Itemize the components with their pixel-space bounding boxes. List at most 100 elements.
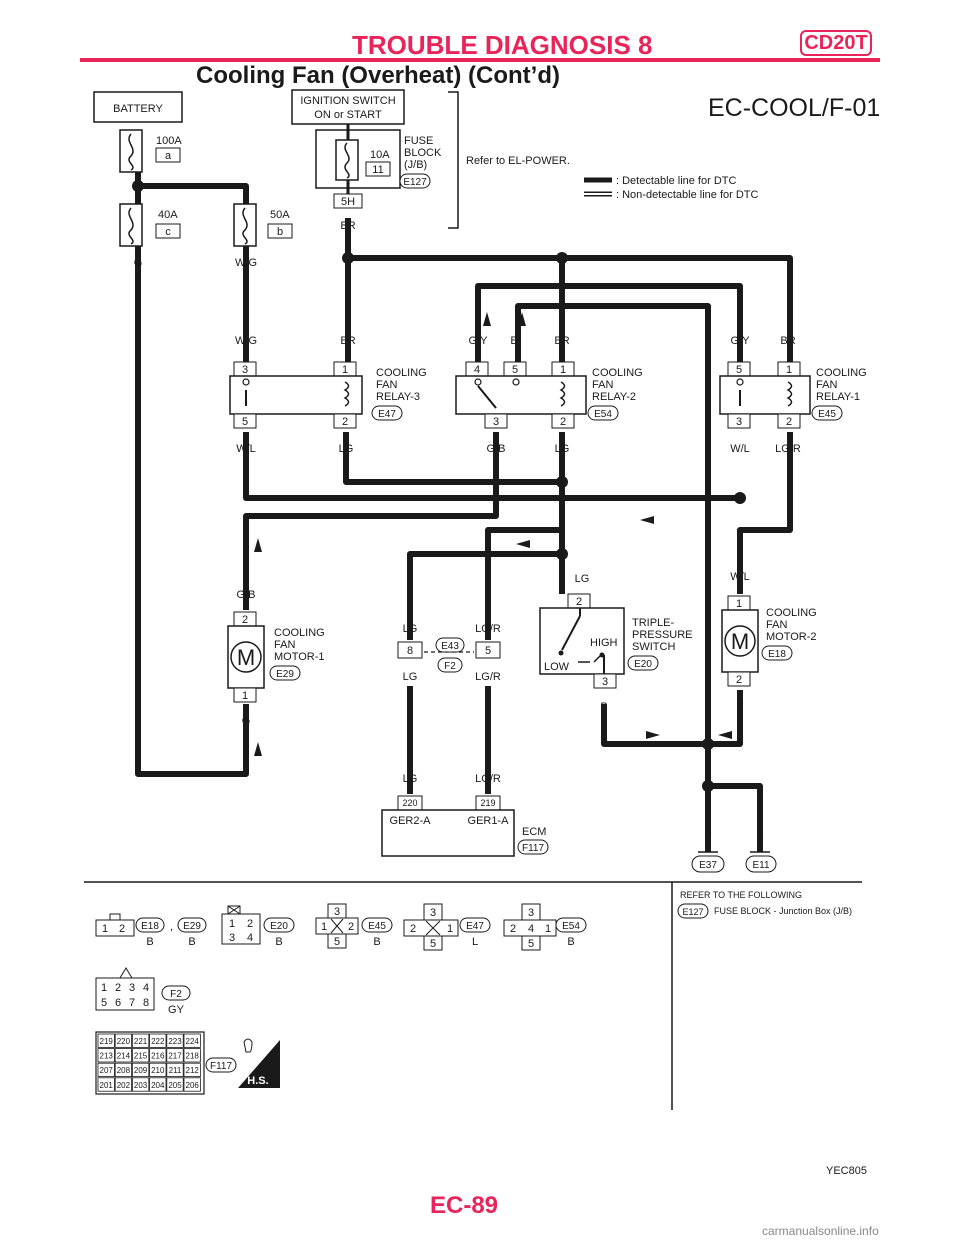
wire-label: G/Y bbox=[469, 335, 489, 347]
motor-2-symbol: M bbox=[731, 629, 749, 654]
svg-text:2: 2 bbox=[119, 923, 125, 935]
svg-text:L: L bbox=[472, 936, 478, 948]
svg-text:4: 4 bbox=[474, 364, 480, 376]
svg-text:E29: E29 bbox=[183, 921, 201, 932]
svg-text:E20: E20 bbox=[270, 921, 288, 932]
wire-label: BR bbox=[340, 335, 355, 347]
wire-label: G/B bbox=[237, 589, 256, 601]
svg-text:2: 2 bbox=[348, 921, 354, 933]
wire-label: G/Y bbox=[731, 335, 751, 347]
refer-following-title: REFER TO THE FOLLOWING bbox=[680, 890, 802, 900]
fusible-link-c-amp: 40A bbox=[158, 209, 178, 221]
svg-text:1: 1 bbox=[321, 921, 327, 933]
wire-label: LG bbox=[403, 773, 418, 785]
motor-2-connector: E18 bbox=[768, 649, 786, 660]
svg-text:3: 3 bbox=[129, 982, 135, 994]
joint-connector-f2: F2 bbox=[444, 661, 456, 672]
ecm-pin: 213 bbox=[100, 1052, 114, 1061]
motor-2-label: FAN bbox=[766, 619, 787, 631]
connector-face-e54: 3 2 4 1 5 E54 B bbox=[503, 903, 587, 951]
pressure-switch-label: TRIPLE- bbox=[632, 617, 675, 629]
ecm-pin: 220 bbox=[117, 1037, 131, 1046]
wire-label: B bbox=[736, 697, 743, 709]
refer-following-desc: FUSE BLOCK - Junction Box (J/B) bbox=[714, 906, 852, 916]
wire-label: LG/R bbox=[475, 773, 501, 785]
connector-face-f2: 1 2 3 4 5 6 7 8 F2 GY bbox=[95, 967, 191, 1016]
svg-text:1: 1 bbox=[560, 364, 566, 376]
svg-text:2: 2 bbox=[786, 416, 792, 428]
ecm-pin: 222 bbox=[151, 1037, 165, 1046]
wire-label: LG bbox=[403, 671, 418, 683]
svg-text:4: 4 bbox=[247, 932, 253, 944]
connector-face-e18: 1 2 E18 B , E29 B bbox=[95, 913, 207, 948]
refer-following-connector: E127 bbox=[682, 907, 703, 917]
refer-note: Refer to EL-POWER. bbox=[466, 155, 570, 167]
wire-label: B bbox=[600, 701, 607, 713]
legend-detectable: : Detectable line for DTC bbox=[616, 175, 736, 187]
wire-label: W/G bbox=[235, 257, 257, 269]
figure-code: YEC805 bbox=[826, 1165, 867, 1177]
relay-1-label: RELAY-1 bbox=[816, 391, 860, 403]
cooling-fan-motor-1: G/B 2 M 1 G COOLING FAN MOTOR-1 E29 bbox=[227, 589, 325, 727]
fuse-block-label: BLOCK bbox=[404, 147, 442, 159]
svg-text:B: B bbox=[373, 936, 380, 948]
svg-text:1: 1 bbox=[342, 364, 348, 376]
wire-label: BR bbox=[340, 220, 355, 232]
svg-text:5: 5 bbox=[242, 416, 248, 428]
svg-text:F2: F2 bbox=[170, 989, 182, 1000]
ground-e11: E11 bbox=[752, 860, 769, 871]
connector-face-e20: 1 2 3 4 E20 B bbox=[221, 905, 295, 948]
current-flow-arrows bbox=[254, 312, 732, 756]
relay-3-label: COOLING bbox=[376, 367, 427, 379]
ecm-pin: 215 bbox=[134, 1052, 148, 1061]
fusible-link-b-amp: 50A bbox=[270, 209, 290, 221]
svg-text:8: 8 bbox=[407, 645, 413, 657]
wire-label: B bbox=[510, 335, 517, 347]
ecm-pin: 204 bbox=[151, 1081, 165, 1090]
ecm-pin: 208 bbox=[117, 1066, 131, 1075]
svg-text:2: 2 bbox=[560, 416, 566, 428]
refer-bracket bbox=[448, 91, 459, 229]
ecm-pin: 218 bbox=[186, 1052, 200, 1061]
svg-text:5: 5 bbox=[512, 364, 518, 376]
motor-1-label: FAN bbox=[274, 639, 295, 651]
svg-text:3: 3 bbox=[229, 932, 235, 944]
wire-label: LG/R bbox=[475, 671, 501, 683]
svg-text:2: 2 bbox=[247, 918, 253, 930]
fuse-number: 11 bbox=[372, 164, 383, 176]
svg-text:1: 1 bbox=[786, 364, 792, 376]
relay-1-label: FAN bbox=[816, 379, 837, 391]
ground-e37: E37 bbox=[699, 860, 717, 871]
wire-label: LG/R bbox=[475, 623, 501, 635]
svg-text:1: 1 bbox=[447, 923, 453, 935]
relay-1-label: COOLING bbox=[816, 367, 867, 379]
joint-connector-e43: E43 bbox=[441, 641, 459, 652]
ignition-switch-label: IGNITION SWITCH bbox=[300, 95, 395, 107]
page-title: TROUBLE DIAGNOSIS 8 bbox=[352, 30, 653, 60]
svg-text:,: , bbox=[170, 921, 173, 933]
svg-text:2: 2 bbox=[115, 982, 121, 994]
wire-label: BR bbox=[554, 335, 569, 347]
junction-dots bbox=[132, 180, 746, 792]
wire-label: G bbox=[134, 257, 143, 269]
svg-text:E54: E54 bbox=[562, 921, 580, 932]
cooling-fan-relay-1: G/Y BR 5 1 3 2 W/L LG/R COOLING FAN RELA… bbox=[719, 335, 867, 455]
svg-text:2: 2 bbox=[736, 674, 742, 686]
svg-text:1: 1 bbox=[229, 918, 235, 930]
battery-box bbox=[93, 91, 183, 123]
relay-2-label: FAN bbox=[592, 379, 613, 391]
ecm-pin: 211 bbox=[169, 1066, 182, 1075]
svg-text:5: 5 bbox=[485, 645, 491, 657]
wire-label: W/L bbox=[730, 443, 750, 455]
wire-label: G bbox=[242, 715, 251, 727]
engine-code-badge: CD20T bbox=[800, 30, 872, 56]
fusible-link-a-amp: 100A bbox=[156, 135, 182, 147]
svg-text:5: 5 bbox=[528, 938, 534, 950]
svg-text:1: 1 bbox=[545, 923, 551, 935]
ecm-pin: 212 bbox=[186, 1066, 200, 1075]
svg-text:2: 2 bbox=[576, 596, 582, 608]
watermark: carmanualsonline.info bbox=[762, 1224, 879, 1238]
ecm-pin: 210 bbox=[151, 1066, 165, 1075]
